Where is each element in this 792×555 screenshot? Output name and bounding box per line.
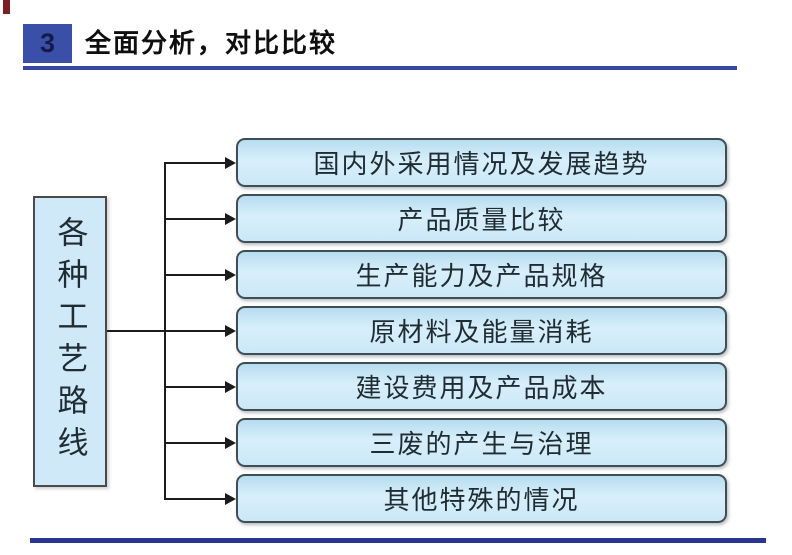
- arrowhead-icon: [225, 381, 236, 393]
- criteria-box: 原材料及能量消耗: [236, 306, 727, 355]
- criteria-box-label: 建设费用及产品成本: [355, 374, 608, 403]
- corner-red-mark: [3, 0, 10, 14]
- criteria-box-label: 其他特殊的情况: [383, 486, 580, 515]
- source-box: 各种工艺路线: [33, 196, 107, 487]
- criteria-box: 国内外采用情况及发展趋势: [236, 138, 727, 187]
- criteria-box-label: 三废的产生与治理: [369, 430, 594, 459]
- source-box-label: 各种工艺路线: [52, 215, 88, 468]
- criteria-box-label: 国内外采用情况及发展趋势: [313, 150, 650, 179]
- criteria-box-label: 产品质量比较: [397, 206, 566, 235]
- connector-branch-line: [164, 274, 227, 276]
- criteria-box: 生产能力及产品规格: [236, 250, 727, 299]
- criteria-box: 产品质量比较: [236, 194, 727, 243]
- criteria-box-label: 生产能力及产品规格: [355, 262, 608, 291]
- connector-branch-line: [164, 218, 227, 220]
- page-title: 全面分析，对比比较: [85, 28, 338, 58]
- connector-branch-line: [164, 330, 227, 332]
- arrowhead-icon: [225, 157, 236, 169]
- arrowhead-icon: [225, 325, 236, 337]
- connector-branch-line: [164, 498, 227, 500]
- section-number-badge: 3: [23, 24, 72, 63]
- connector-branch-line: [164, 386, 227, 388]
- arrowhead-icon: [225, 213, 236, 225]
- footer-divider-line: [30, 538, 766, 543]
- connector-branch-line: [164, 442, 227, 444]
- connector-branch-line: [164, 162, 227, 164]
- arrowhead-icon: [225, 493, 236, 505]
- arrowhead-icon: [225, 437, 236, 449]
- criteria-box: 其他特殊的情况: [236, 474, 727, 523]
- arrowhead-icon: [225, 269, 236, 281]
- criteria-box: 建设费用及产品成本: [236, 362, 727, 411]
- header-underline: [23, 66, 737, 70]
- criteria-list: 国内外采用情况及发展趋势 产品质量比较 生产能力及产品规格 原材料及能量消耗 建…: [236, 138, 727, 523]
- criteria-box-label: 原材料及能量消耗: [369, 318, 594, 347]
- connector-stub-line: [107, 330, 164, 332]
- criteria-box: 三废的产生与治理: [236, 418, 727, 467]
